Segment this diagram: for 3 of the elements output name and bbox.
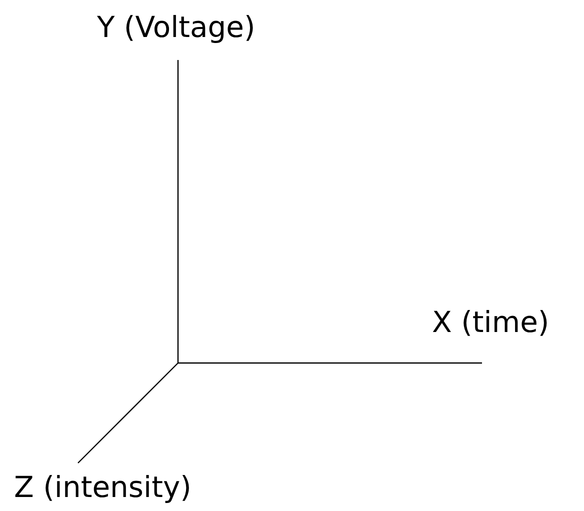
axis-label: X (time) [432, 307, 550, 339]
axis-label: Z (intensity) [14, 472, 192, 504]
axis-label: Y (Voltage) [97, 12, 256, 44]
